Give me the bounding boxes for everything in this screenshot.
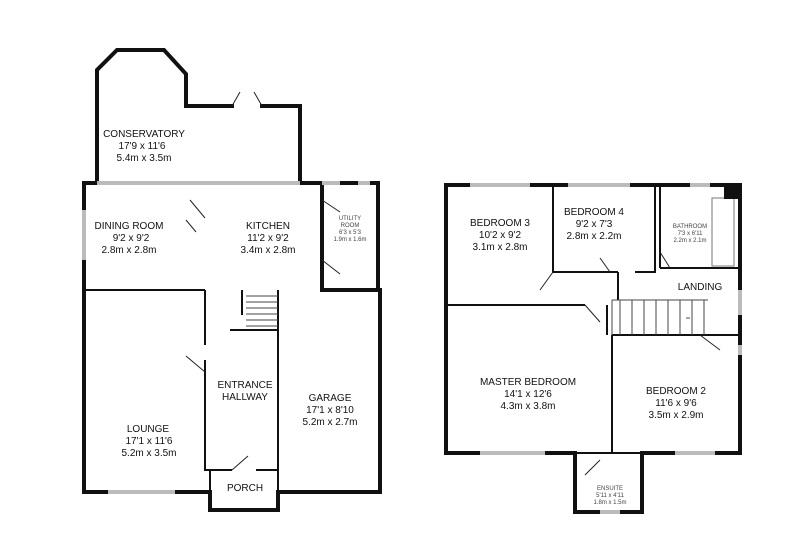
- bedroom2-imperial: 11'6 x 9'6: [655, 398, 697, 409]
- bedroom2-name: BEDROOM 2: [646, 386, 706, 397]
- kitchen-metric: 3.4m x 2.8m: [240, 245, 295, 256]
- bedroom3-name: BEDROOM 3: [470, 218, 530, 229]
- dining-imperial: 9'2 x 9'2: [113, 233, 150, 244]
- first-floor-doors: [539, 251, 721, 476]
- kitchen-name: KITCHEN: [246, 221, 290, 232]
- kitchen-imperial: 11'2 x 9'2: [247, 233, 289, 244]
- utility-name-2: ROOM: [341, 223, 360, 229]
- entrance-name-1: ENTRANCE: [217, 380, 272, 391]
- garage-metric: 5.2m x 2.7m: [302, 417, 357, 428]
- ground-floor-doors: [185, 199, 341, 471]
- bath-tub: [711, 197, 735, 267]
- lounge-imperial: 17'1 x 11'6: [125, 436, 172, 447]
- master-metric: 4.3m x 3.8m: [500, 401, 555, 412]
- conservatory-imperial: 17'9 x 11'6: [118, 141, 165, 152]
- bathroom-imperial: 7'3 x 6'11: [678, 231, 704, 237]
- lounge-name: LOUNGE: [127, 424, 170, 435]
- ground-floor-interior-walls: [84, 183, 323, 492]
- first-floor: BEDROOM 3 10'2 x 9'2 3.1m x 2.8m BEDROOM…: [444, 183, 742, 514]
- entrance-name-2: HALLWAY: [222, 392, 268, 403]
- utility-name-1: UTILITY: [339, 216, 361, 222]
- conservatory-walls: [95, 48, 302, 185]
- bedroom4-metric: 2.8m x 2.2m: [566, 231, 621, 242]
- first-floor-windows: [470, 183, 742, 514]
- ground-floor-stairs: [246, 295, 278, 327]
- conservatory-metric: 5.4m x 3.5m: [116, 153, 171, 164]
- landing-name: LANDING: [678, 282, 723, 293]
- ground-floor-windows: [82, 181, 370, 494]
- bedroom3-imperial: 10'2 x 9'2: [479, 230, 522, 241]
- utility-outer-walls: [320, 181, 380, 292]
- bathroom-metric: 2.2m x 2.1m: [673, 238, 706, 244]
- ensuite-metric: 1.8m x 1.5m: [593, 500, 626, 506]
- utility-metric: 1.9m x 1.6m: [333, 237, 366, 243]
- ensuite-imperial: 5'11 x 4'11: [596, 493, 624, 499]
- ensuite-name: ENSUITE: [597, 486, 623, 492]
- bathroom-name: BATHROOM: [673, 224, 707, 230]
- bedroom4-imperial: 9'2 x 7'3: [576, 219, 613, 230]
- utility-imperial: 6'3 x 5'3: [339, 230, 362, 236]
- conservatory-door: [231, 91, 263, 107]
- bedroom2-metric: 3.5m x 2.9m: [648, 410, 703, 421]
- bedroom4-name: BEDROOM 4: [564, 207, 624, 218]
- conservatory-name: CONSERVATORY: [103, 129, 185, 140]
- lounge-metric: 5.2m x 3.5m: [121, 448, 176, 459]
- porch-name: PORCH: [227, 483, 263, 494]
- ground-floor: CONSERVATORY 17'9 x 11'6 5.4m x 3.5m DIN…: [82, 48, 382, 512]
- first-floor-stairs: [611, 299, 708, 335]
- master-name: MASTER BEDROOM: [480, 377, 576, 388]
- master-imperial: 14'1 x 12'6: [504, 389, 552, 400]
- bedroom3-metric: 3.1m x 2.8m: [472, 242, 527, 253]
- garage-name: GARAGE: [309, 393, 352, 404]
- boiler-block: [724, 187, 738, 199]
- dining-name: DINING ROOM: [95, 221, 164, 232]
- garage-imperial: 17'1 x 8'10: [306, 405, 354, 416]
- dining-metric: 2.8m x 2.8m: [101, 245, 156, 256]
